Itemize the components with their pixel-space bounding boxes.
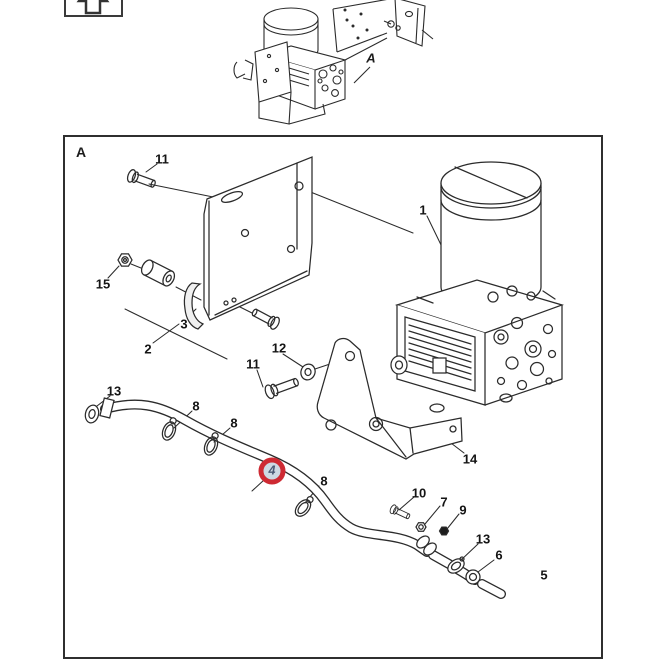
clamp-8c xyxy=(294,495,314,517)
part-bolts-washers xyxy=(126,169,450,536)
up-arrow-button[interactable] xyxy=(64,0,123,17)
part-callout-11[interactable]: 11 xyxy=(246,356,260,372)
part-callout-5[interactable]: 5 xyxy=(540,567,548,583)
part-callout-9[interactable]: 9 xyxy=(459,502,467,518)
part-callout-7[interactable]: 7 xyxy=(440,494,448,510)
part-callout-8[interactable]: 8 xyxy=(192,398,200,414)
parts-catalog-screen: A A xyxy=(63,0,603,659)
part-callout-2[interactable]: 2 xyxy=(144,341,152,357)
overview-callout-a[interactable]: A xyxy=(366,50,376,66)
clamp-13-left xyxy=(84,404,100,424)
part-callout-1[interactable]: 1 xyxy=(419,202,427,218)
clamp-8b xyxy=(203,432,219,456)
part-air-dryer xyxy=(390,161,565,413)
part-nut-and-bushing xyxy=(117,253,176,287)
part-callout-13[interactable]: 13 xyxy=(106,383,122,399)
up-arrow-icon xyxy=(76,0,110,15)
overview-thumbnail[interactable]: A xyxy=(225,0,437,128)
part-callout-4-highlighted[interactable]: 4 xyxy=(258,457,286,485)
detail-diagram-panel: A xyxy=(63,135,603,659)
part-lower-bracket xyxy=(316,337,463,460)
part-callout-15[interactable]: 15 xyxy=(95,276,111,292)
overview-drawing xyxy=(233,0,434,125)
part-callout-8[interactable]: 8 xyxy=(230,415,238,431)
clamp-8a xyxy=(161,417,177,441)
part-callout-6[interactable]: 6 xyxy=(495,547,503,563)
part-callout-13[interactable]: 13 xyxy=(475,531,491,547)
part-upper-bracket xyxy=(183,156,313,330)
part-callout-10[interactable]: 10 xyxy=(411,485,427,501)
part-callout-12[interactable]: 12 xyxy=(271,340,287,356)
part-callout-14[interactable]: 14 xyxy=(462,451,478,467)
exploded-diagram xyxy=(84,156,565,599)
part-callout-8[interactable]: 8 xyxy=(320,473,328,489)
view-label: A xyxy=(76,144,87,160)
part-callout-11[interactable]: 11 xyxy=(155,151,169,167)
part-callout-3[interactable]: 3 xyxy=(180,316,188,332)
